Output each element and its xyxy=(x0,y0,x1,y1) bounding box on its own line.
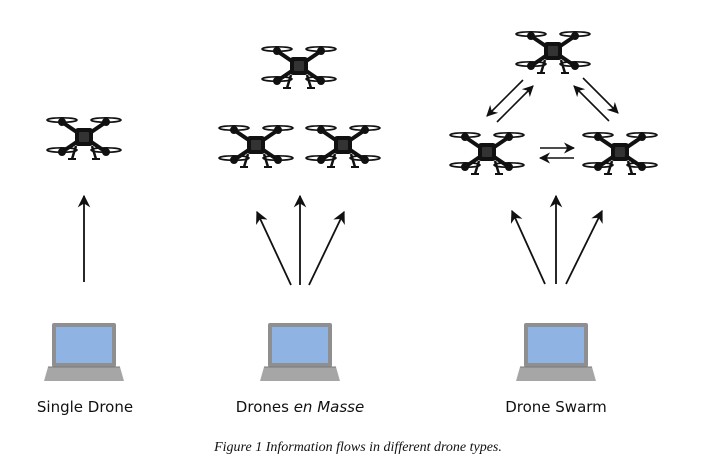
quadcopter-drone-icon xyxy=(45,115,123,161)
swarm-link-arrow xyxy=(486,79,524,117)
quadcopter-drone-icon xyxy=(514,29,592,75)
command-flow-arrow xyxy=(510,209,546,285)
group-single-drone xyxy=(43,115,125,382)
laptop-icon xyxy=(259,322,341,382)
label-drones-en-masse: Drones en Masse xyxy=(236,398,364,416)
label-text: Drone Swarm xyxy=(505,398,607,416)
group-drone-swarm xyxy=(448,29,659,382)
label-text-italic: en Masse xyxy=(293,398,365,416)
figure-caption: Figure 1 Information flows in different … xyxy=(214,440,502,455)
quadcopter-drone-icon xyxy=(304,123,382,169)
quadcopter-drone-icon xyxy=(260,44,338,90)
command-flow-arrow xyxy=(565,209,603,285)
swarm-link-arrow xyxy=(573,85,610,122)
quadcopter-drone-icon xyxy=(217,123,295,169)
quadcopter-drone-icon xyxy=(448,130,526,176)
label-text: Drones xyxy=(235,398,294,416)
swarm-link-arrow xyxy=(582,77,619,114)
label-drone-swarm: Drone Swarm xyxy=(505,398,607,416)
label-text: Single Drone xyxy=(36,398,134,416)
laptop-icon xyxy=(43,322,125,382)
command-flow-arrow xyxy=(308,210,345,286)
swarm-link-arrow xyxy=(496,85,534,123)
command-flow-arrow xyxy=(256,210,292,286)
laptop-icon xyxy=(515,322,597,382)
quadcopter-drone-icon xyxy=(581,130,659,176)
group-drones-en-masse xyxy=(217,44,382,382)
label-single-drone: Single Drone xyxy=(37,398,133,416)
